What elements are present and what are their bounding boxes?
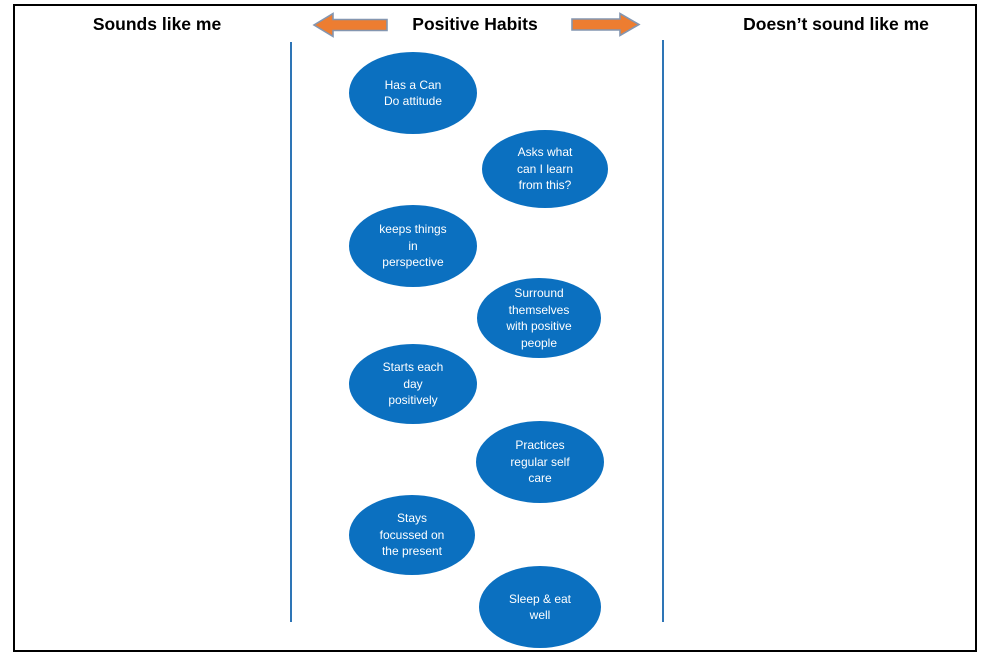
right-column-divider-line [662, 40, 664, 622]
positive-habits-heading: Positive Habits [412, 14, 538, 34]
left-column-divider-line [290, 42, 292, 622]
habit-label: Starts each day positively [382, 360, 444, 408]
habit-ellipse-surround-positive-people[interactable]: Surround themselves with positive people [477, 278, 601, 358]
habit-ellipse-starts-day-positively[interactable]: Starts each day positively [349, 344, 477, 424]
habit-ellipse-focussed-on-present[interactable]: Stays focussed on the present [349, 495, 475, 575]
habit-label: Asks what can I learn from this? [516, 145, 574, 193]
habit-label: Practices regular self care [510, 438, 570, 486]
page-frame [13, 4, 977, 652]
habit-ellipse-sleep-eat-well[interactable]: Sleep & eat well [479, 566, 601, 648]
habit-label: keeps things in perspective [379, 222, 447, 270]
doesnt-sound-like-me-heading: Doesn’t sound like me [743, 14, 929, 34]
habit-ellipse-regular-self-care[interactable]: Practices regular self care [476, 421, 604, 503]
habit-label: Stays focussed on the present [379, 511, 445, 559]
left-arrow-icon [312, 12, 388, 38]
habit-label: Has a Can Do attitude [383, 77, 443, 109]
sounds-like-me-heading: Sounds like me [92, 14, 222, 34]
habit-ellipse-can-do-attitude[interactable]: Has a Can Do attitude [349, 52, 477, 134]
habit-label: Sleep & eat well [508, 591, 572, 623]
habit-label: Surround themselves with positive people [506, 286, 572, 350]
habit-ellipse-keeps-things-in-perspective[interactable]: keeps things in perspective [349, 205, 477, 287]
habit-ellipse-asks-what-can-i-learn[interactable]: Asks what can I learn from this? [482, 130, 608, 208]
right-arrow-icon [571, 12, 641, 37]
